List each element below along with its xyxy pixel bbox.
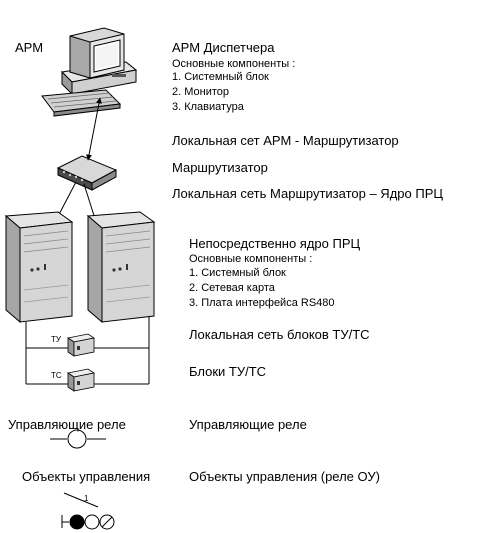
router-icon	[56, 155, 118, 191]
core-component-1: 1. Системный блок	[189, 267, 286, 279]
router-label: Маршрутизатор	[172, 160, 268, 175]
network-blocks-label: Локальная сеть блоков ТУ/ТС	[189, 327, 370, 342]
relay-symbol-icon	[50, 429, 106, 449]
control-object-symbol-icon	[61, 492, 115, 530]
core-component-2: 2. Сетевая карта	[189, 282, 275, 294]
core-components-heading: Основные компоненты :	[189, 253, 313, 265]
core-component-3: 3. Плата интерфейса RS480	[189, 297, 335, 309]
workstation-components-heading: Основные компоненты :	[172, 58, 296, 70]
tu-block-icon	[66, 333, 96, 357]
tu-block-label: ТУ	[51, 335, 61, 344]
ts-block-label: ТС	[51, 371, 62, 380]
control-objects-left-label: Объекты управления	[22, 469, 151, 484]
core-title: Непосредственно ядро ПРЦ	[189, 236, 361, 251]
workstation-computer-icon	[41, 27, 138, 117]
relay-left-label: Управляющие реле	[8, 417, 126, 432]
workstation-component-2: 2. Монитор	[172, 86, 230, 98]
network-arm-router-label: Локальная сет АРМ - Маршрутизатор	[172, 133, 399, 148]
blocks-title: Блоки ТУ/ТС	[189, 364, 267, 379]
workstation-component-1: 1. Системный блок	[172, 71, 269, 83]
control-objects-right-label: Объекты управления (реле ОУ)	[189, 469, 380, 484]
workstation-title: АРМ Диспетчера	[172, 40, 275, 55]
switch-number-label: 1	[84, 494, 89, 503]
ts-block-icon	[66, 368, 96, 392]
network-router-core-label: Локальная сеть Маршрутизатор – Ядро ПРЦ	[172, 186, 443, 201]
core-server-2-icon	[86, 211, 156, 324]
relay-right-label: Управляющие реле	[189, 417, 307, 432]
workstation-component-3: 3. Клавиатура	[172, 101, 244, 113]
workstation-label: АРМ	[15, 40, 44, 55]
core-server-1-icon	[4, 211, 74, 324]
